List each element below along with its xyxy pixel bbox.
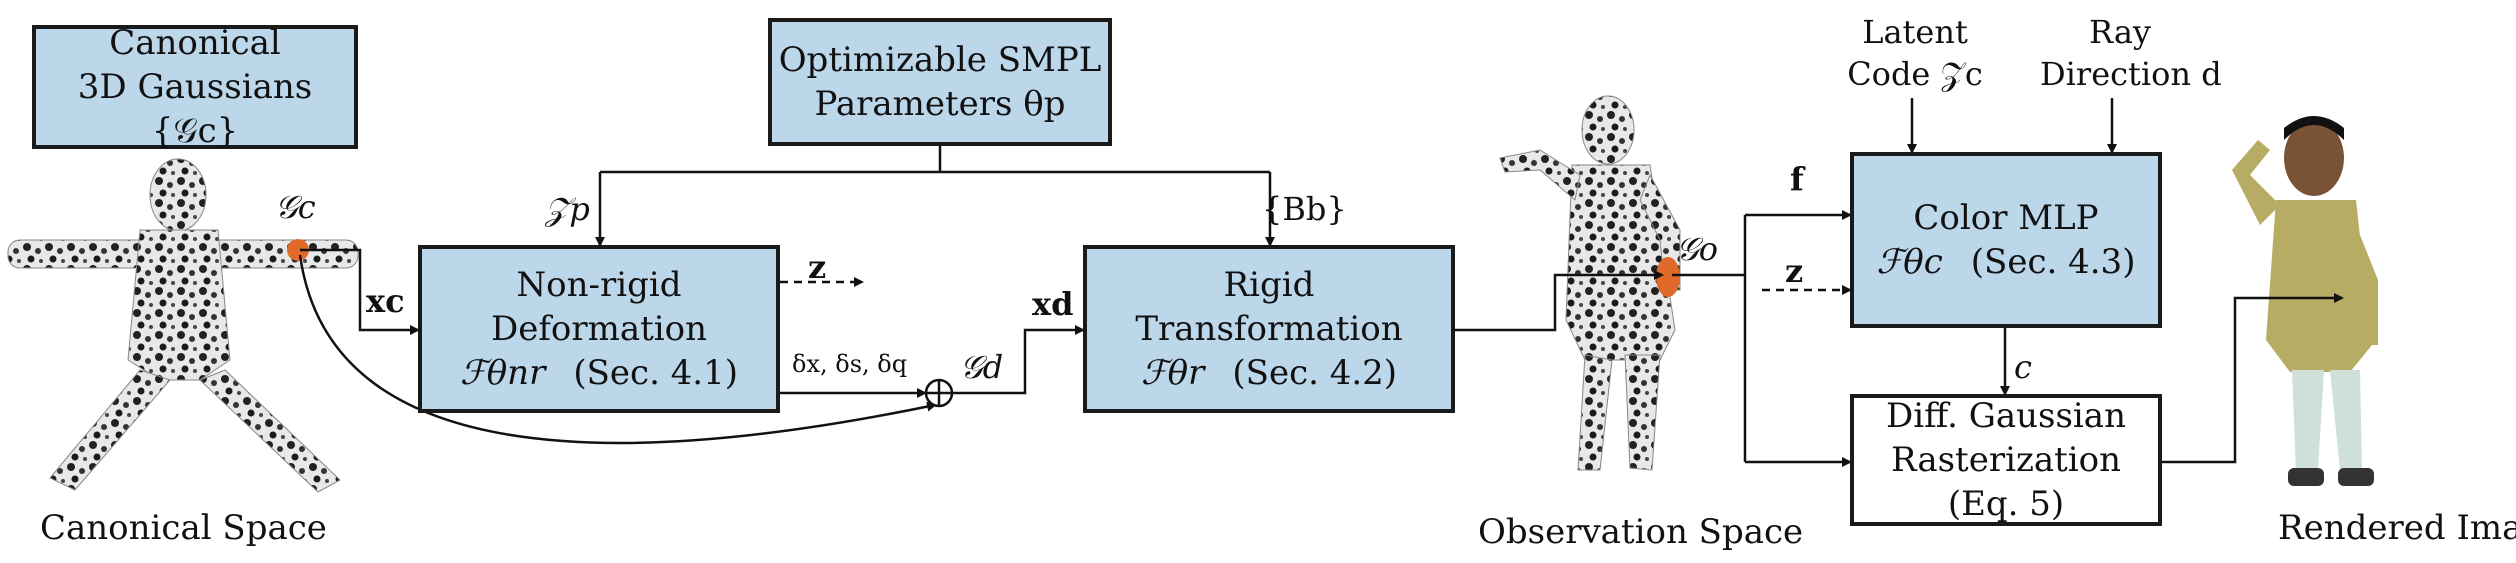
- color-box-ref: (Sec. 4.3): [1970, 242, 2136, 282]
- color-box-symbol: ℱθc: [1876, 242, 1943, 282]
- nonrigid-box-ref: (Sec. 4.1): [573, 353, 739, 394]
- smpl-box-line2: Parameters θp: [814, 84, 1066, 124]
- label-zp: 𝒵p: [545, 190, 590, 228]
- label-c: c: [2014, 348, 2032, 386]
- label-gc: 𝒢c: [275, 188, 316, 226]
- addition-operator: [924, 378, 954, 408]
- canonical-box-line2: 3D Gaussians {𝒢c}: [77, 66, 313, 152]
- ray-line1: Ray: [2089, 13, 2151, 51]
- gaussian-rasterization-box: Diff. Gaussian Rasterization (Eq. 5): [1850, 394, 2162, 526]
- latent-line1: Latent: [1862, 13, 1968, 51]
- label-z-latent: z: [808, 248, 827, 286]
- rigid-transformation-box: Rigid Transformation ℱθr (Sec. 4.2): [1083, 245, 1455, 413]
- nonrigid-box-title: Non-rigid Deformation: [490, 264, 708, 349]
- rigid-box-ref: (Sec. 4.2): [1232, 353, 1398, 394]
- ray-direction-label: Ray Direction d: [2040, 12, 2222, 95]
- rendered-figure: [2232, 116, 2378, 486]
- label-f: f: [1790, 160, 1804, 198]
- label-xd: xd: [1032, 285, 1074, 323]
- nonrigid-deformation-box: Non-rigid Deformation ℱθnr (Sec. 4.1): [418, 245, 780, 413]
- caption-rendered-image: Rendered Image: [2278, 508, 2516, 548]
- latent-line2: Code 𝒵c: [1847, 54, 1983, 93]
- latent-code-label: Latent Code 𝒵c: [1845, 12, 1985, 95]
- color-mlp-box: Color MLP ℱθc (Sec. 4.3): [1850, 152, 2162, 328]
- observation-figure: [1499, 95, 1681, 471]
- label-z-color: z: [1785, 252, 1804, 290]
- caption-canonical-space: Canonical Space: [40, 508, 327, 548]
- canonical-figure: [7, 158, 359, 493]
- label-go: 𝒢o: [1676, 230, 1719, 268]
- canonical-gaussians-box: Canonical 3D Gaussians {𝒢c}: [32, 23, 358, 151]
- label-gd: 𝒢d: [960, 348, 1004, 386]
- ray-line2: Direction d: [2040, 54, 2222, 93]
- smpl-box-line1: Optimizable SMPL: [778, 39, 1102, 80]
- color-box-title: Color MLP: [1913, 197, 2099, 238]
- rigid-box-symbol: ℱθr: [1140, 353, 1205, 394]
- label-deltas: δx, δs, δq: [792, 350, 908, 378]
- raster-box-line2: Rasterization (Eq. 5): [1890, 439, 2122, 525]
- rigid-box-title: Rigid Transformation: [1135, 264, 1403, 349]
- raster-box-line1: Diff. Gaussian: [1886, 395, 2126, 436]
- label-bones: {Bb}: [1262, 190, 1347, 228]
- label-xc: xc: [366, 282, 405, 320]
- canonical-box-line1: Canonical: [109, 22, 281, 63]
- caption-observation-space: Observation Space: [1478, 512, 1804, 552]
- nonrigid-box-symbol: ℱθnr: [459, 353, 546, 394]
- gaussian-highlight-observation: [1656, 257, 1680, 297]
- gaussian-highlight-canonical: [287, 239, 309, 261]
- smpl-parameters-box: Optimizable SMPL Parameters θp: [768, 18, 1112, 146]
